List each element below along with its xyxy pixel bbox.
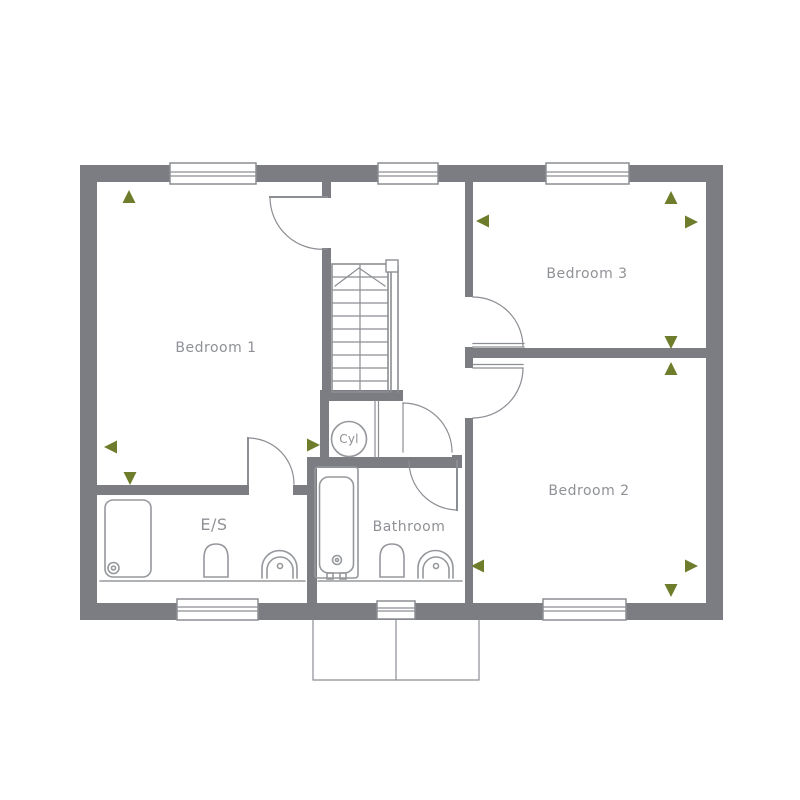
staircase [331,259,399,393]
wall-cylinder-closet-left [320,390,329,467]
dim-arrow-right-icon [685,215,698,229]
bathroom-label: Bathroom [373,519,446,535]
bath-outer [314,466,359,579]
wall-ensuite-top-left [97,485,249,495]
door-landing-swing [402,402,453,453]
bath-tap-right-icon [339,572,347,580]
ensuite-label: E/S [200,515,227,534]
dimension-markers [104,190,698,597]
porch-outline [312,619,480,681]
cylinder-closet: Cyl [330,400,380,458]
dim-arrow-left-icon [471,559,484,573]
dim-arrow-down-icon [123,472,137,485]
ensuite-fixtures [99,499,306,582]
window-bedroom1-top [169,162,257,185]
ensuite-basin [261,549,298,579]
bath-drain-icon [331,554,343,566]
window-bedroom2-bottom [542,598,627,621]
wall-ensuite-top-right [293,485,310,495]
door-bedroom1 [269,196,328,250]
bedroom2-label: Bedroom 2 [548,483,629,499]
dim-arrow-down-icon [664,336,678,349]
window-bathroom-bottom [376,600,416,620]
bath-inner [318,476,355,574]
dim-arrow-left-icon [476,214,489,228]
wall-stairs-bottom [320,390,403,401]
window-landing-top [377,162,439,185]
dim-arrow-right-icon [307,438,320,452]
bathroom-basin [417,549,454,579]
wall-bathroom-top [310,457,452,468]
dim-arrow-up-icon [664,191,678,204]
wall-landing-upper [465,182,473,297]
cylinder-outline [330,420,368,458]
dim-arrow-left-icon [104,440,117,454]
bathroom-basin-tap-icon [432,562,440,570]
interior-walls [97,182,723,603]
ensuite-basin-inner [266,556,294,579]
door-bedroom3 [472,296,525,348]
wall-right [706,165,723,620]
windows [169,162,630,621]
bedroom3-label: Bedroom 3 [546,266,627,282]
dim-arrow-down-icon [664,584,678,597]
shower-drain-dot [110,565,117,571]
bathroom-toilet [379,543,405,578]
dim-arrow-right-icon [685,559,698,573]
bath-tap-left-icon [326,572,334,580]
ensuite-toilet [203,543,229,578]
bathroom-basin-inner [422,556,450,579]
wall-left [80,165,97,620]
shower-drain-icon [107,561,120,575]
shower-tray [104,499,152,578]
room-labels: Bedroom 1 Bedroom 3 Bedroom 2 Bathroom E… [175,266,629,535]
wall-stub-bedroom1-door [322,182,331,198]
door-ensuite [247,437,295,485]
door-bathroom [408,460,458,511]
stairs-newel-post [385,259,399,273]
cylinder-label: Cyl [339,432,358,446]
door-bedroom2 [472,363,524,419]
window-bedroom3-top [545,162,630,185]
doors [247,196,525,511]
window-ensuite-bottom [176,598,259,621]
bathroom-fixtures [314,466,463,582]
wall-ensuite-bathroom-divider [307,457,317,603]
stairs-handrail [385,259,399,393]
stairs-break-chevron [334,267,386,287]
ensuite-basin-tap-icon [276,562,284,570]
bedroom1-label: Bedroom 1 [175,340,256,356]
bath-drain-dot [334,557,340,563]
dim-arrow-up-icon [122,190,136,203]
wall-stairs-left [322,248,331,400]
wall-landing-lower [465,418,473,603]
wall-bedroom3-bedroom2-divider [465,348,723,358]
dim-arrow-up-icon [664,362,678,375]
